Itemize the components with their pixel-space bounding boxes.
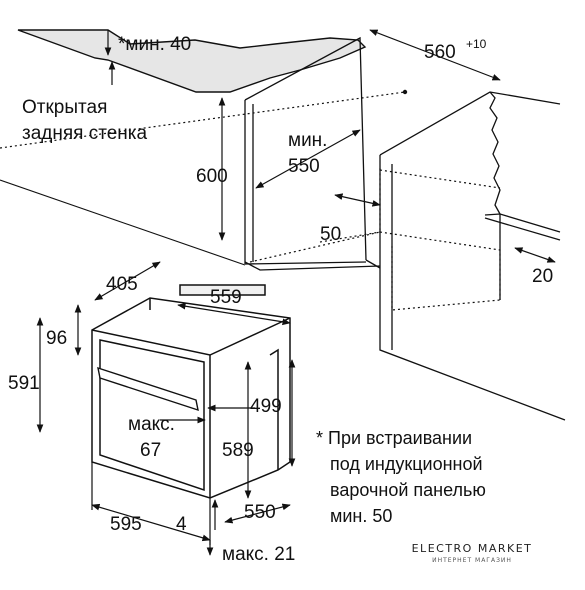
label-depth-min: мин. — [288, 130, 327, 151]
brand-watermark: ELECTRO MARKET ИНТЕРНЕТ МАГАЗИН — [404, 538, 540, 572]
dimension-labels: *мин. 40 Открытая задняя стенка 560 +10 … — [8, 34, 553, 565]
footnote-line-1: * При встраивании — [316, 428, 472, 448]
label-max-21: макс. 21 — [222, 544, 295, 565]
label-max-handle: макс. — [128, 414, 175, 435]
cabinet-niche — [0, 36, 381, 271]
oven — [91, 284, 291, 499]
label-96: 96 — [46, 328, 67, 349]
label-depth-value: 550 — [288, 156, 320, 177]
footnote: * При встраивании под индукционной вароч… — [316, 428, 486, 526]
label-open-back-1: Открытая — [22, 97, 107, 118]
footnote-line-3: варочной панелью — [330, 480, 486, 500]
label-gap-20: 20 — [532, 266, 553, 287]
label-max-handle-value: 67 — [140, 440, 161, 461]
oven-handle — [97, 366, 199, 412]
label-niche-width-sup: +10 — [466, 37, 487, 51]
dotted-guides — [0, 91, 501, 311]
brand-title: ELECTRO MARKET — [411, 542, 533, 555]
label-595: 595 — [110, 514, 142, 535]
label-589: 589 — [222, 440, 254, 461]
dimension-lines — [36, 29, 556, 556]
label-559: 559 — [210, 287, 242, 308]
label-4: 4 — [176, 514, 187, 535]
label-niche-width: 560 — [424, 42, 456, 63]
back-wall-point — [402, 89, 408, 95]
label-499: 499 — [250, 396, 282, 417]
label-countertop-min: *мин. 40 — [118, 34, 191, 55]
brand-subtitle: ИНТЕРНЕТ МАГАЗИН — [432, 557, 512, 564]
label-gap-50: 50 — [320, 224, 341, 245]
cabinet-right — [379, 91, 566, 421]
label-405: 405 — [106, 274, 138, 295]
footnote-line-4: мин. 50 — [330, 506, 392, 526]
label-591: 591 — [8, 373, 40, 394]
label-open-back-2: задняя стенка — [22, 123, 147, 144]
label-550: 550 — [244, 502, 276, 523]
footnote-line-2: под индукционной — [330, 454, 483, 474]
countertop — [17, 29, 367, 93]
label-niche-height: 600 — [196, 166, 228, 187]
